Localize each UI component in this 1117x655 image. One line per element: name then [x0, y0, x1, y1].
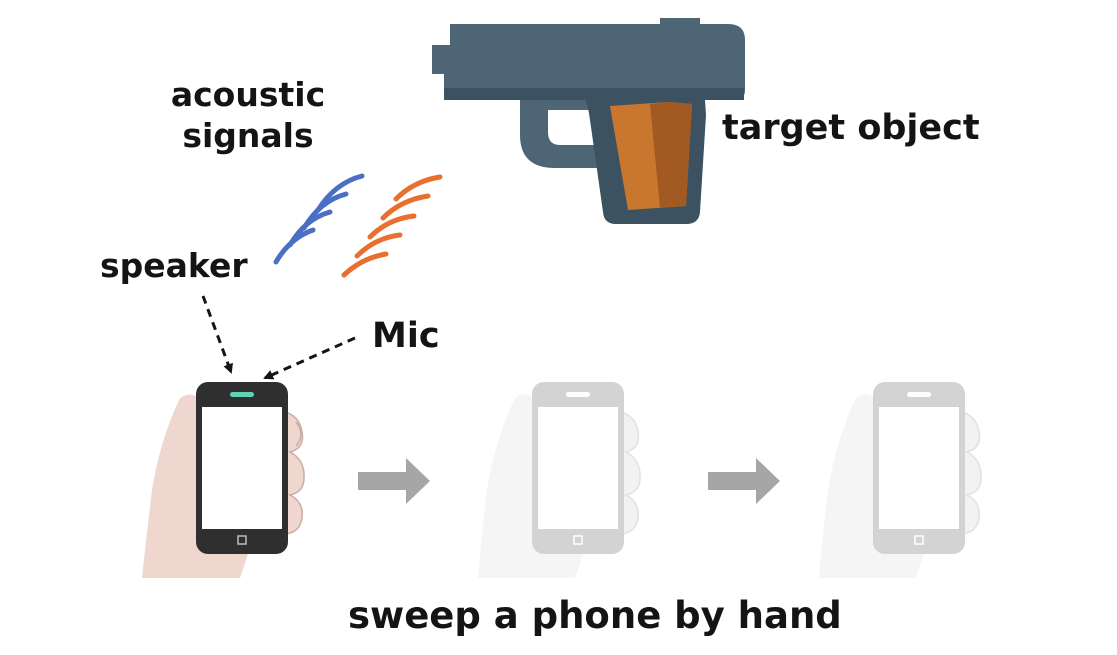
arrow-right-icon: [708, 458, 780, 504]
smartphone-in-hand-icon: [142, 382, 305, 578]
speaker-label: speaker: [100, 246, 248, 285]
smartphone-in-hand-icon: [819, 382, 982, 578]
smartphone-in-hand-icon: [478, 382, 641, 578]
acoustic-signals-label-line2: signals: [182, 116, 314, 155]
speaker-pointer-arrow: [201, 295, 233, 374]
caption: sweep a phone by hand: [348, 594, 842, 637]
acoustic-signals-label-line1: acoustic: [170, 75, 326, 114]
acoustic-wave-icon: [273, 173, 443, 278]
mic-label: Mic: [372, 316, 440, 356]
acoustic-signals-label: acoustic signals: [168, 74, 328, 156]
arrow-right-icon: [358, 458, 430, 504]
pistol-icon: [432, 18, 745, 224]
target-object-label: target object: [722, 108, 980, 148]
mic-pointer-arrow: [263, 336, 356, 380]
